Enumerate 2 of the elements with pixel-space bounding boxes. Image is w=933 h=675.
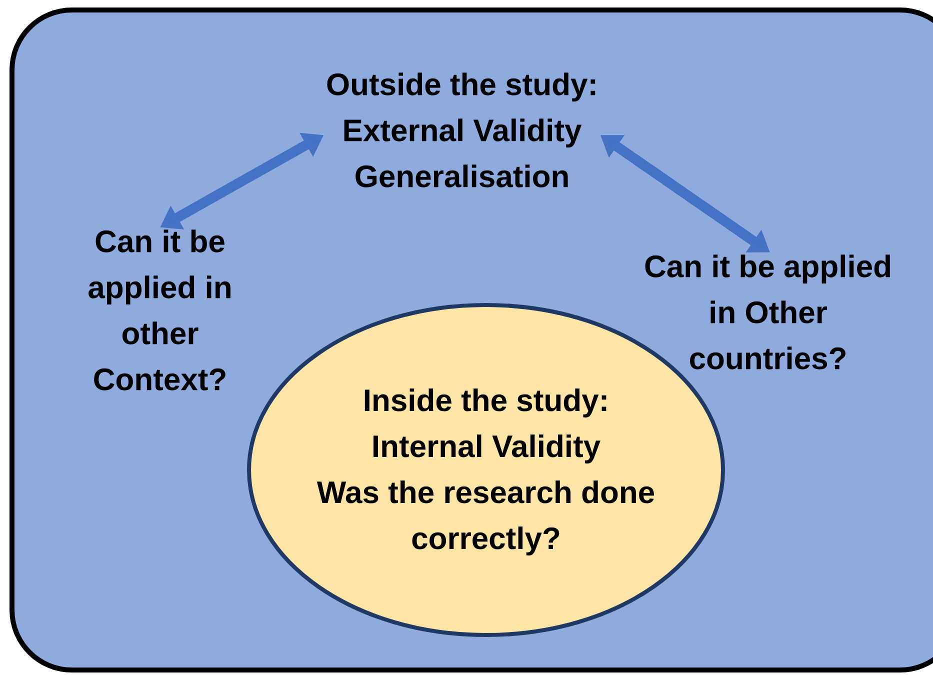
text-label: Can it be applied in other Context? — [88, 230, 230, 390]
text-label: Outside the study: External Validity Generalisation — [327, 72, 596, 188]
